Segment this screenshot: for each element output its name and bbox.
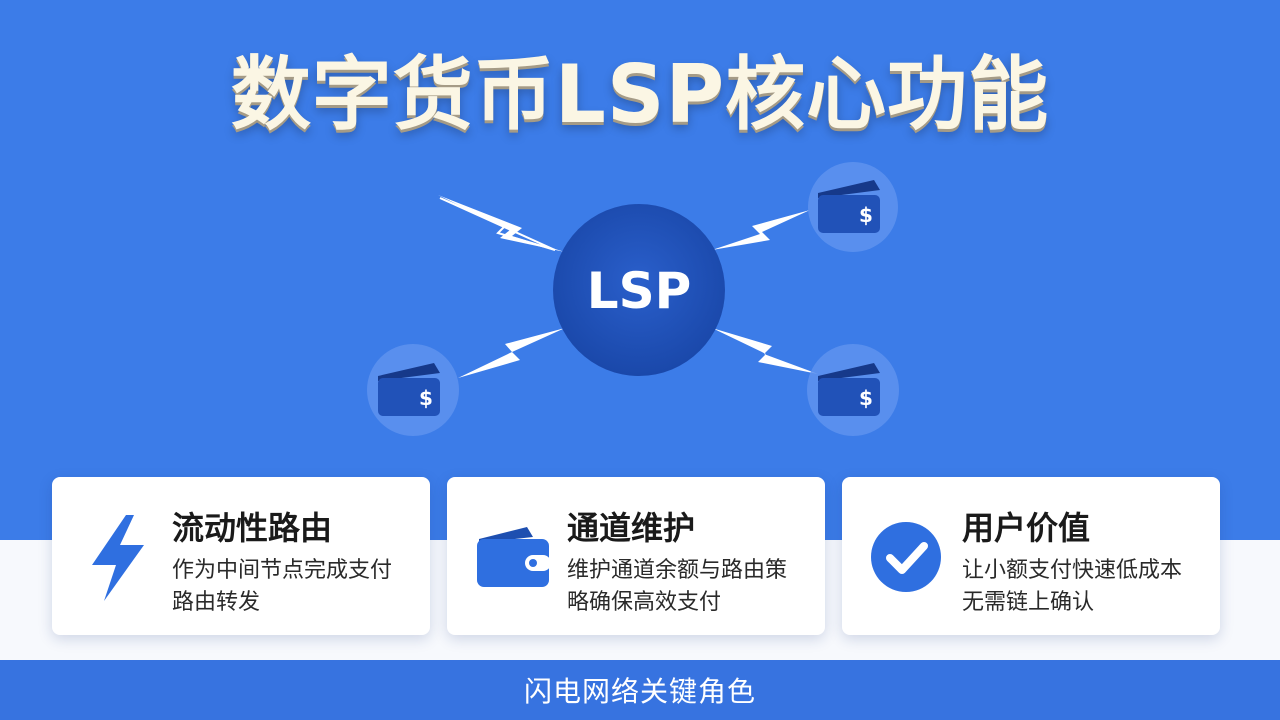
wallet-node-top-right: $ xyxy=(808,162,898,252)
feature-cards: 流动性路由 作为中间节点完成支付路由转发 通道维护 维护通道余额与路由策略确保高… xyxy=(52,477,1220,635)
check-circle-icon xyxy=(871,522,941,592)
page-title: 数字货币LSP核心功能 xyxy=(230,48,1050,141)
card-description: 维护通道余额与路由策略确保高效支付 xyxy=(567,558,788,615)
bolt-bottom-left xyxy=(458,328,565,378)
bolt-bottom-right xyxy=(712,328,818,374)
card-description: 作为中间节点完成支付路由转发 xyxy=(172,558,393,615)
bolt-top-left xyxy=(438,195,565,252)
lsp-diagram: LSP $ $ $ xyxy=(367,162,899,436)
lsp-hub xyxy=(553,204,725,376)
card-title: 用户价值 xyxy=(962,509,1091,547)
lightning-icon xyxy=(92,515,144,601)
wallet-dollar-sign: $ xyxy=(859,203,873,227)
card-channel-maintenance: 通道维护 维护通道余额与路由策略确保高效支付 xyxy=(447,477,825,635)
card-liquidity-routing: 流动性路由 作为中间节点完成支付路由转发 xyxy=(52,477,430,635)
card-user-value: 用户价值 让小额支付快速低成本无需链上确认 xyxy=(842,477,1220,635)
bolt-top-right xyxy=(712,210,810,250)
footer-caption: 闪电网络关键角色 xyxy=(523,675,756,708)
card-title: 通道维护 xyxy=(567,509,696,547)
wallet-dollar-sign: $ xyxy=(419,386,433,410)
wallet-node-bottom-left: $ xyxy=(367,344,459,436)
wallet-icon xyxy=(477,527,551,587)
card-title: 流动性路由 xyxy=(172,509,333,547)
footer-band: 闪电网络关键角色 xyxy=(0,660,1280,720)
wallet-node-bottom-right: $ xyxy=(807,344,899,436)
card-description: 让小额支付快速低成本无需链上确认 xyxy=(962,558,1183,615)
lsp-hub-label: LSP xyxy=(587,262,692,320)
wallet-dollar-sign: $ xyxy=(859,386,873,410)
